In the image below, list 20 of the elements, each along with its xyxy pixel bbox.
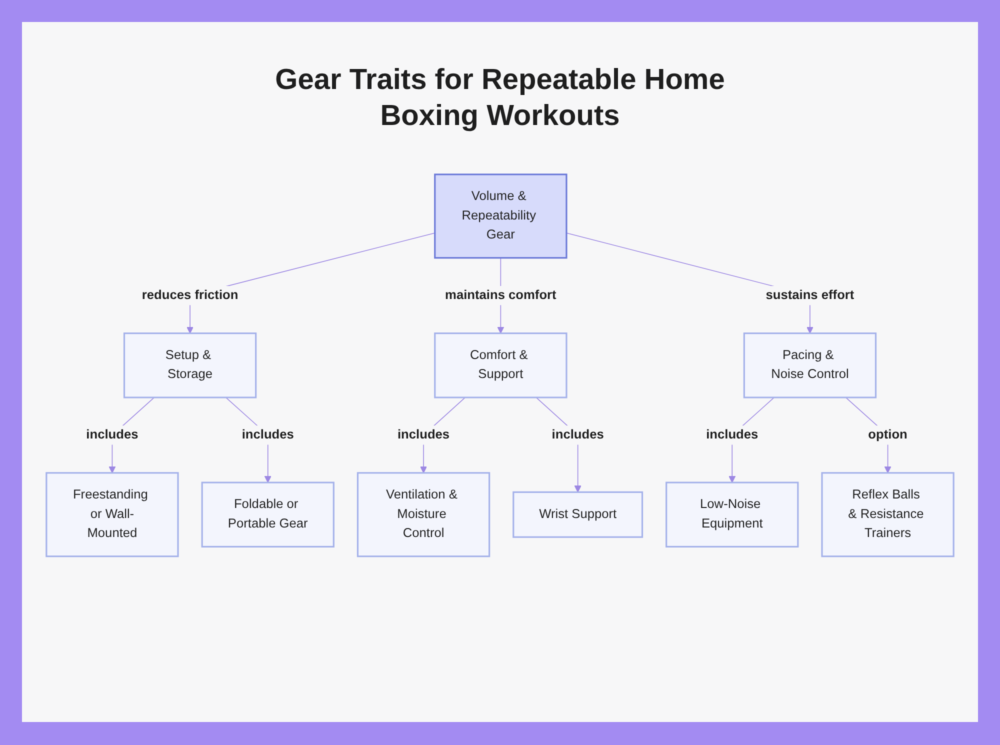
diagram-title: Gear Traits for Repeatable Home Boxing Workouts xyxy=(274,63,726,134)
node-box: Low-Noise Equipment xyxy=(666,482,799,548)
node-box: Comfort & Support xyxy=(434,332,568,398)
edge-label: sustains effort xyxy=(766,288,854,302)
node-box: Pacing & Noise Control xyxy=(743,332,877,398)
edge-label: maintains comfort xyxy=(445,288,556,302)
node-box: Foldable or Portable Gear xyxy=(201,482,334,548)
node-box: Setup & Storage xyxy=(123,332,257,398)
edge-label: includes xyxy=(242,428,294,442)
node-box: Volume & Repeatability Gear xyxy=(434,174,568,259)
edge-label: includes xyxy=(86,428,138,442)
node-box: Freestanding or Wall-Mounted xyxy=(46,472,179,558)
edge-label: reduces friction xyxy=(142,288,238,302)
node-box: Ventilation & Moisture Control xyxy=(356,472,490,558)
edge-label: option xyxy=(868,428,908,442)
edge-label: includes xyxy=(706,428,758,442)
edge-label: includes xyxy=(552,428,604,442)
edge-label: includes xyxy=(397,428,450,442)
node-box: Wrist Support xyxy=(512,491,644,538)
node-box: Reflex Balls & Resistance Trainers xyxy=(821,472,954,558)
